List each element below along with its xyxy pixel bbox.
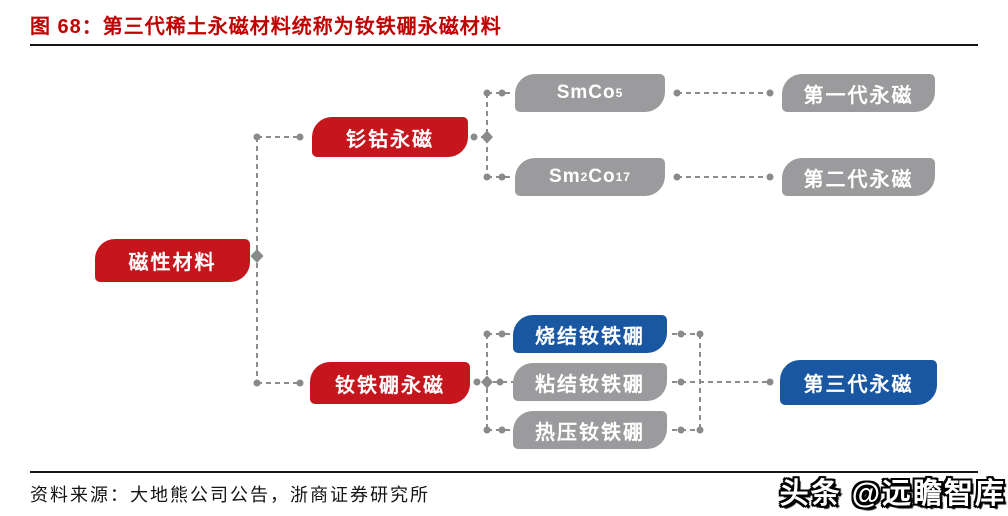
node-magnetic-materials: 磁性材料	[95, 239, 250, 282]
node-gen2-magnet: 第二代永磁	[782, 158, 935, 196]
node-bonded-ndfeb: 粘结钕铁硼	[513, 363, 667, 401]
formula-text: Co	[588, 166, 616, 187]
ndfeb-junction-diamond	[481, 375, 493, 389]
footer-divider	[30, 471, 978, 473]
node-hot-pressed-ndfeb: 热压钕铁硼	[513, 411, 667, 449]
node-ndfeb-branch: 钕铁硼永磁	[310, 362, 470, 404]
formula-text: Sm	[549, 166, 581, 187]
node-smco-branch: 钐钴永磁	[312, 117, 468, 157]
connector-dots	[250, 89, 774, 434]
root-junction-diamond	[250, 249, 264, 263]
node-gen3-magnet: 第三代永磁	[780, 360, 937, 405]
source-note: 资料来源：大地熊公司公告，浙商证券研究所	[30, 485, 430, 505]
smco-junction-diamond	[481, 130, 493, 144]
watermark: 头条 @远瞻智库	[779, 478, 1006, 510]
node-gen1-magnet: 第一代永磁	[782, 74, 935, 112]
title-divider	[30, 44, 978, 46]
figure-title: 图 68：第三代稀土永磁材料统称为钕铁硼永磁材料	[30, 16, 502, 38]
formula-text: SmCo	[556, 82, 616, 103]
node-sintered-ndfeb: 烧结钕铁硼	[513, 315, 667, 353]
